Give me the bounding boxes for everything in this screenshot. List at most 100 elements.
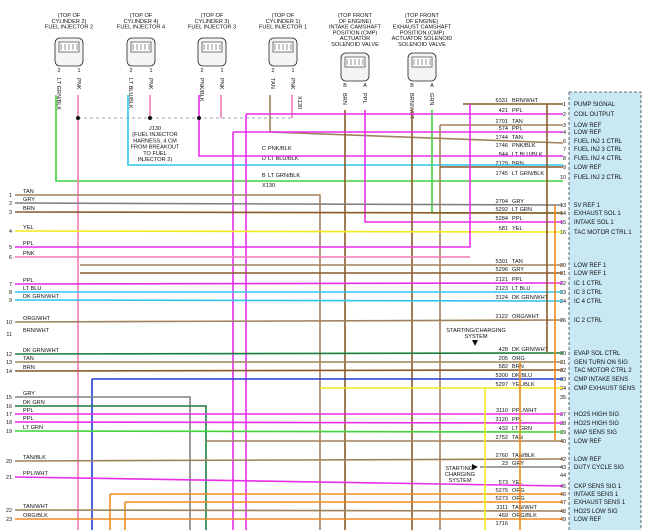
- ecm-pin-number: 48: [560, 509, 566, 515]
- circuit-number: 5292: [496, 207, 508, 213]
- arrow-icon: [472, 340, 478, 346]
- wire-ppl: [15, 104, 471, 248]
- left-wire-number: 21: [6, 475, 12, 481]
- left-wire-color: PPL: [23, 241, 34, 247]
- inline-connector-ref: X130: [296, 96, 302, 109]
- component-caption: (TOP OF: [130, 13, 153, 19]
- wire-org-wht: [14, 319, 564, 323]
- circuit-number: 844: [499, 152, 508, 158]
- circuit-number: 1746: [496, 143, 508, 149]
- circuit-number: 2704: [496, 199, 508, 205]
- wire-color-label: PNK/BLK: [512, 143, 536, 149]
- wire-color-label: LT BLU/BLK: [512, 152, 543, 158]
- wire-color-label: LT GRN/BLK: [55, 78, 61, 110]
- wire-color-label: PPL: [512, 417, 523, 423]
- component-caption: ACTUATOR: [340, 36, 370, 42]
- wire-color-label: TAN/BLK: [512, 453, 535, 459]
- ecm-pin-signal: IC 4 CTRL: [574, 299, 603, 305]
- ecm-pin-number: 20: [560, 263, 566, 269]
- left-wire-number: 11: [6, 332, 12, 338]
- ecm-pin-number: 44: [560, 473, 566, 479]
- splice-note: (FUEL INJECTOR: [132, 132, 177, 138]
- ecm-pin-number: 31: [560, 360, 566, 366]
- circuit-number: 469: [499, 513, 508, 519]
- inline-wire-label: LT GRN/BLK: [268, 173, 300, 179]
- ecm-pin-signal: FUEL INJ 3 CTRL: [574, 147, 623, 153]
- ecm-pin-signal: EVAP SOL CTRL: [574, 351, 621, 357]
- wire-color-label: PNK: [147, 78, 153, 90]
- component-caption: CYLINDER 3): [195, 19, 230, 25]
- ecm-pin-number: 3: [563, 123, 566, 129]
- left-wire-color: DK GRN/WHT: [23, 348, 60, 354]
- wire-color-label: ORG: [512, 356, 525, 362]
- wire-ppl: [14, 282, 564, 285]
- wire-color-label: DK GRN/WHT: [512, 295, 549, 301]
- ecm-pin-signal: IC 1 CTRL: [574, 281, 603, 287]
- component-caption: FUEL INJECTOR 4: [117, 25, 165, 31]
- left-wire-number: 1: [9, 193, 12, 199]
- ecm-pin-number: 47: [560, 500, 566, 506]
- wire-color-label: GRY: [512, 199, 524, 205]
- ecm-pin-number: 46: [560, 492, 566, 498]
- component-caption: CYLINDER 1): [266, 19, 301, 25]
- splice-dot: [76, 116, 80, 120]
- left-wire-number: 12: [6, 352, 12, 358]
- ecm-pin-signal: LOW REF: [574, 439, 602, 445]
- circuit-number: 432: [499, 426, 508, 432]
- wire-color-label: YEL: [512, 226, 523, 232]
- left-wire-number: 3: [9, 210, 12, 216]
- ecm-pin-signal: 5V REF 1: [574, 203, 601, 209]
- ecm-pin-signal: FUEL INJ 1 CTRL: [574, 139, 623, 145]
- wire-color-label: TAN: [512, 259, 523, 265]
- circuit-number: 3111: [496, 505, 508, 511]
- ecm-pin-number: 15: [560, 220, 566, 226]
- left-wire-number: 17: [6, 412, 12, 418]
- circuit-number: 2122: [496, 314, 508, 320]
- wire-tan-blk: [14, 458, 564, 462]
- pin-label: B: [343, 83, 347, 89]
- wire-color-label: LT GRN: [512, 426, 532, 432]
- ecm-pin-signal: COIL OUTPUT: [574, 112, 614, 118]
- ecm-pin-signal: LOW REF 1: [574, 263, 607, 269]
- left-wire-color: DK GRN: [23, 400, 45, 406]
- ecm-pin-number: 14: [560, 211, 566, 217]
- ecm-pin-number: 37: [560, 412, 566, 418]
- note-starting-charging: STARTING/CHARGING: [446, 328, 505, 334]
- ecm-pin-number: 10: [560, 175, 566, 181]
- wire-color-label: TAN/WHT: [512, 505, 538, 511]
- circuit-number: 573: [499, 480, 508, 486]
- wire-ppl-wht: [14, 476, 564, 487]
- ecm-connector-box: [569, 92, 641, 530]
- wire-color-label: BRN: [512, 364, 524, 370]
- component-caption: (TOP FRONT: [338, 13, 373, 19]
- wire-color-label: LT GRN: [512, 207, 532, 213]
- circuit-number: 23: [502, 461, 508, 467]
- splice-note: TO FUEL: [143, 151, 167, 157]
- left-wire-color: PNK: [23, 251, 35, 257]
- ecm-pin-signal: EXHAUST SOL 1: [574, 211, 621, 217]
- component-caption: (TOP OF: [272, 13, 295, 19]
- wire-color-label: GRY: [512, 461, 524, 467]
- ecm-pin-number: 33: [560, 377, 566, 383]
- ecm-pin-number: 7: [563, 147, 566, 153]
- component-caption: (TOP FRONT: [405, 13, 440, 19]
- wire-color-label: LT GRN/BLK: [512, 171, 544, 177]
- wire-color-label: PPL/WHT: [512, 408, 537, 414]
- left-wire-color: LT GRN: [23, 425, 43, 431]
- wire-color-label: PPL: [361, 93, 367, 104]
- component-caption: ACTUATOR SOLENOID: [392, 36, 453, 42]
- circuit-number: 5301: [496, 259, 508, 265]
- circuit-number: 2760: [496, 453, 508, 459]
- wire-color-label: PPL: [512, 216, 523, 222]
- wire-ppl: [14, 421, 564, 424]
- left-wire-color: GRY: [23, 197, 35, 203]
- left-wire-number: 13: [6, 360, 12, 366]
- circuit-number: 1745: [496, 171, 508, 177]
- left-wire-number: 14: [6, 369, 12, 375]
- ecm-pin-signal: LOW REF: [574, 123, 602, 129]
- pin-label: 2: [58, 68, 61, 74]
- wire-color-label: BRN: [512, 161, 524, 167]
- ecm-pin-signal: LOW REF: [574, 517, 602, 523]
- component-caption: EXHAUST CAMSHAFT: [393, 25, 452, 31]
